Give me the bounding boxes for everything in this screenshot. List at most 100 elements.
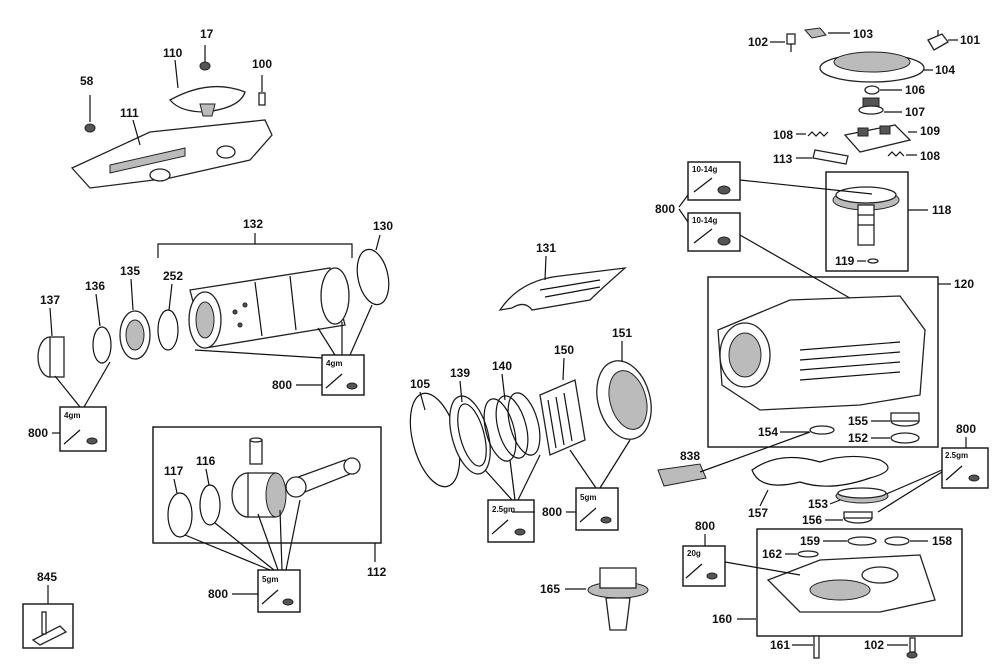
grease-label-upper: 10-14g <box>692 165 717 174</box>
part-135-chuck <box>119 310 151 360</box>
part-connecting-rod <box>285 457 361 498</box>
grease-box-2-5gm-center: 2.5gm <box>487 499 535 543</box>
label-800-b: 800 <box>272 378 292 392</box>
part-139-ring <box>449 395 491 475</box>
label-107: 107 <box>905 105 925 119</box>
part-106-ring <box>864 85 880 95</box>
grease-box-20g: 20g <box>682 545 726 587</box>
part-154-bearing <box>809 425 835 435</box>
label-117: 117 <box>164 464 184 478</box>
part-252-ring <box>157 309 179 351</box>
part-151-bearing <box>596 360 652 440</box>
label-118: 118 <box>932 203 952 217</box>
label-845: 845 <box>37 570 57 584</box>
part-103-block <box>804 27 827 39</box>
box-112 <box>152 426 382 544</box>
label-161: 161 <box>770 638 790 652</box>
label-165: 165 <box>540 582 560 596</box>
label-160: 160 <box>712 612 732 626</box>
label-838: 838 <box>680 449 700 463</box>
part-108-spring-b <box>887 151 905 157</box>
part-58-screw <box>84 95 96 133</box>
label-106: 106 <box>905 83 925 97</box>
part-111-cover <box>70 119 273 189</box>
part-140-spring <box>483 392 541 462</box>
label-130: 130 <box>373 219 393 233</box>
label-800-c: 800 <box>28 426 48 440</box>
label-102-bottom: 102 <box>864 638 884 652</box>
part-165-gear <box>587 567 649 631</box>
grease-label-lower: 10-14g <box>692 216 717 225</box>
grease-label-2-5gm-center: 2.5gm <box>492 505 515 514</box>
part-162-bearing <box>797 550 819 558</box>
label-154: 154 <box>758 425 778 439</box>
label-153: 153 <box>808 497 828 511</box>
part-102-screw-top <box>786 33 796 52</box>
part-113-lever <box>812 149 849 165</box>
label-159: 159 <box>800 534 820 548</box>
grease-box-10-14g-lower: 10-14g <box>687 212 741 252</box>
part-130-ring <box>356 248 390 306</box>
label-108-a: 108 <box>773 128 793 142</box>
label-151: 151 <box>612 326 632 340</box>
grease-box-5gm-bottom: 5gm <box>257 569 301 613</box>
part-845-tool <box>22 603 74 649</box>
grease-label-4gm-center: 4gm <box>326 359 342 368</box>
part-152-bearing <box>890 432 920 444</box>
label-113: 113 <box>773 152 793 166</box>
label-155: 155 <box>848 414 868 428</box>
part-17-screw <box>199 45 211 71</box>
part-137-bush <box>37 336 65 378</box>
part-108-spring-a <box>807 131 829 137</box>
label-111: 111 <box>120 106 139 120</box>
label-132: 132 <box>243 217 263 231</box>
part-157-gasket <box>751 455 889 487</box>
label-119: 119 <box>835 254 855 268</box>
part-158-bearing <box>884 536 910 546</box>
label-150: 150 <box>554 343 574 357</box>
label-135: 135 <box>120 264 140 278</box>
label-800-d: 800 <box>956 422 976 436</box>
grease-box-5gm-center: 5gm <box>575 487 619 531</box>
label-158: 158 <box>932 534 952 548</box>
label-136: 136 <box>85 279 105 293</box>
label-110: 110 <box>163 46 183 60</box>
grease-box-4gm-left: 4gm <box>59 406 107 452</box>
label-116: 116 <box>196 454 216 468</box>
label-137: 137 <box>40 293 60 307</box>
part-104-plate <box>819 51 925 83</box>
label-58: 58 <box>80 74 94 88</box>
grease-label-right: 2.5gm <box>945 451 968 460</box>
part-117-washer <box>167 492 193 538</box>
part-150-clutch <box>539 379 586 456</box>
label-109: 109 <box>920 124 940 138</box>
label-100: 100 <box>252 57 272 71</box>
label-105: 105 <box>410 377 430 391</box>
label-800-e: 800 <box>542 505 562 519</box>
label-156: 156 <box>802 513 822 527</box>
label-104: 104 <box>935 63 955 77</box>
part-101-switch <box>927 30 949 51</box>
label-162: 162 <box>762 547 782 561</box>
box-160 <box>756 528 963 637</box>
grease-box-2-5gm-right: 2.5gm <box>941 447 989 489</box>
part-pin <box>249 437 263 465</box>
part-116-ring <box>199 484 221 526</box>
part-piston <box>231 472 287 518</box>
part-118-gear-shaft <box>832 186 900 246</box>
label-131: 131 <box>536 241 556 255</box>
part-132-cylinder <box>188 267 350 349</box>
part-136-washer <box>92 326 112 364</box>
part-838-clip <box>657 463 707 487</box>
grease-label-4gm-left: 4gm <box>64 411 80 420</box>
grease-box-4gm-center: 4gm <box>321 354 365 396</box>
label-102-top: 102 <box>748 35 768 49</box>
grease-label-5gm-center: 5gm <box>580 493 596 502</box>
part-161-pin <box>813 635 820 659</box>
part-131-sleeve <box>498 267 628 311</box>
label-800-a: 800 <box>655 202 675 216</box>
part-153-gear <box>835 487 889 504</box>
grease-box-10-14g-upper: 10-14g <box>687 161 741 201</box>
label-17: 17 <box>200 27 214 41</box>
